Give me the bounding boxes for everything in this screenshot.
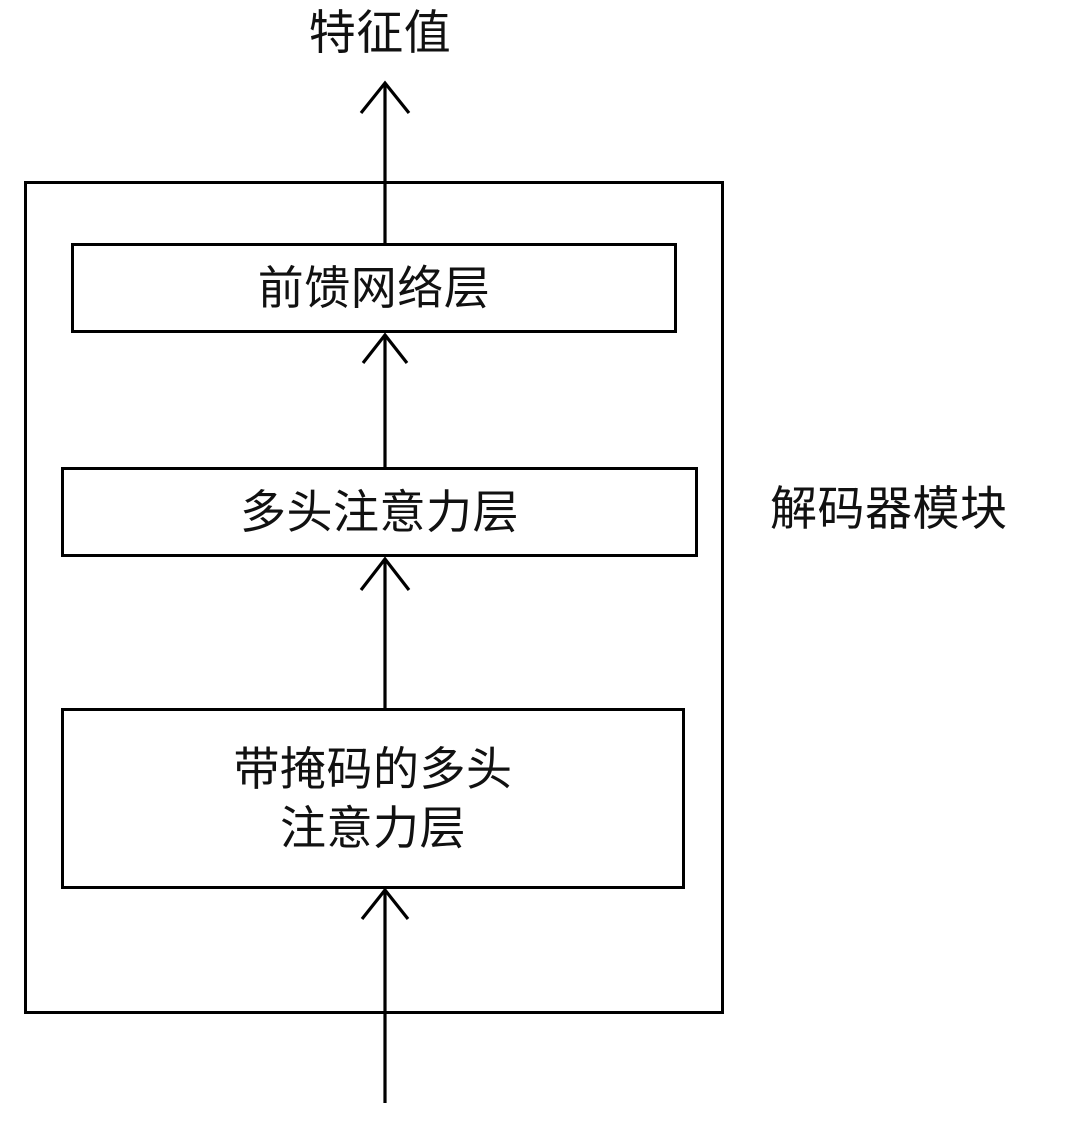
- layer-box-feed-forward[interactable]: 前馈网络层: [71, 243, 677, 333]
- layer-label-masked-multi-head-attention: 带掩码的多头 注意力层: [233, 741, 513, 855]
- layer-label-multi-head-attention: 多头注意力层: [240, 484, 519, 539]
- output-label: 特征值: [308, 6, 452, 61]
- layer-label-feed-forward: 前馈网络层: [257, 260, 491, 315]
- layer-box-multi-head-attention[interactable]: 多头注意力层: [61, 467, 698, 557]
- decoder-module-label: 解码器模块: [770, 482, 1008, 537]
- output-arrow-head: [359, 80, 411, 114]
- layer-box-masked-multi-head-attention[interactable]: 带掩码的多头 注意力层: [61, 708, 685, 889]
- decoder-module-container: [24, 181, 724, 1014]
